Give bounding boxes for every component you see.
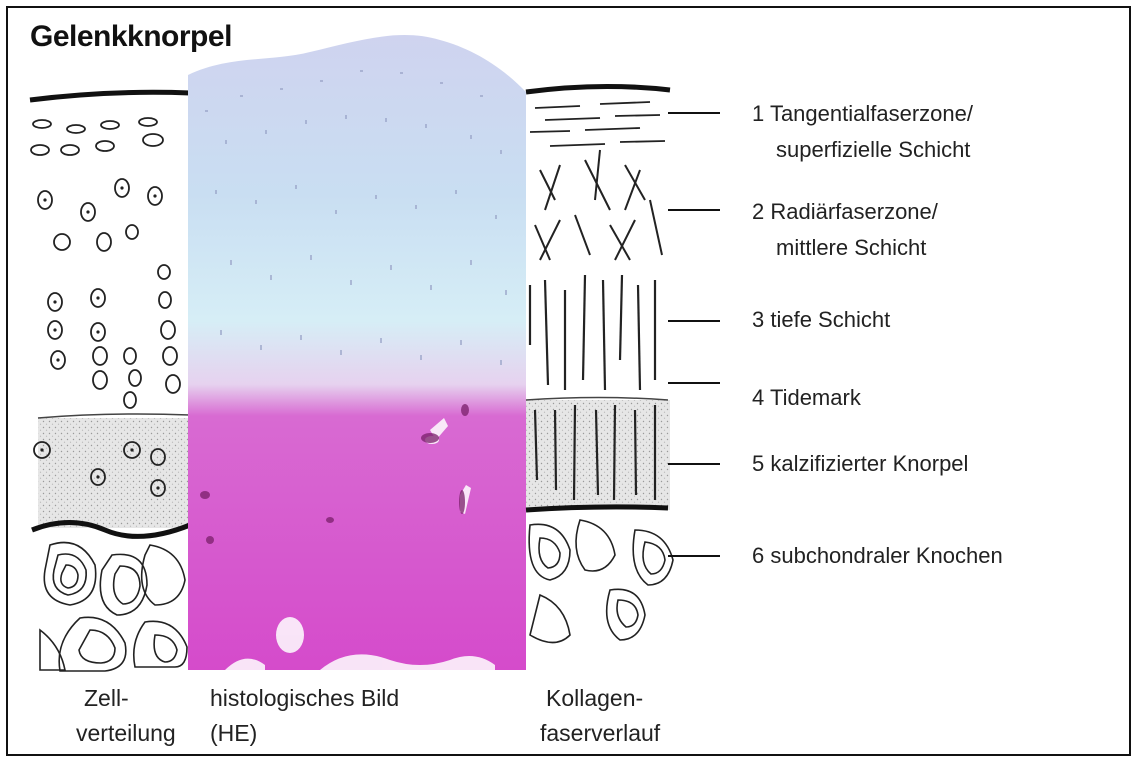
zone-2-line2: mittlere Schicht — [752, 230, 938, 266]
caption-right-line2: faserverlauf — [540, 716, 660, 751]
leader-line-5 — [668, 463, 720, 465]
flat-cells — [31, 118, 163, 155]
zone-5-line1: 5 kalzifizierter Knorpel — [752, 451, 968, 476]
caption-center-line1: histologisches Bild — [210, 681, 399, 716]
collagen-panel — [526, 86, 673, 642]
zone-4-line1: 4 Tidemark — [752, 385, 861, 410]
leader-line-6 — [668, 555, 720, 557]
bone-fibers — [529, 520, 673, 643]
leader-line-3 — [668, 320, 720, 322]
zone-3-line1: 3 tiefe Schicht — [752, 307, 890, 332]
caption-right-line1: Kollagen- — [540, 681, 660, 716]
caption-left-line1: Zell- — [78, 681, 176, 716]
caption-collagen: Kollagen- faserverlauf — [540, 681, 660, 751]
zone-1-line2: superfizielle Schicht — [752, 132, 973, 168]
leader-line-2 — [668, 209, 720, 211]
caption-cell-distribution: Zell- verteilung — [78, 681, 176, 751]
leader-line-1 — [668, 112, 720, 114]
leader-line-4 — [668, 382, 720, 384]
zone-2-line1: 2 Radiärfaserzone/ — [752, 199, 938, 224]
zone-label-1: 1 Tangentialfaserzone/ superfizielle Sch… — [752, 96, 973, 168]
radial-fibers — [535, 150, 662, 260]
figure-title: Gelenkknorpel — [30, 20, 232, 54]
zone-label-2: 2 Radiärfaserzone/ mittlere Schicht — [752, 194, 938, 266]
zone-label-6: 6 subchondraler Knochen — [752, 538, 1003, 574]
tangential-fibers — [530, 102, 665, 146]
zone-1-line1: 1 Tangentialfaserzone/ — [752, 101, 973, 126]
zone-label-4: 4 Tidemark — [752, 380, 861, 416]
zone-label-3: 3 tiefe Schicht — [752, 302, 890, 338]
caption-histology: histologisches Bild (HE) — [210, 681, 399, 751]
caption-center-line2: (HE) — [210, 716, 399, 751]
caption-left-line2: verteilung — [76, 716, 176, 751]
histology-image — [188, 35, 526, 670]
cell-distribution-panel — [30, 92, 190, 671]
zone-label-5: 5 kalzifizierter Knorpel — [752, 446, 968, 482]
bone-osteons — [40, 543, 187, 672]
zone-6-line1: 6 subchondraler Knochen — [752, 543, 1003, 568]
